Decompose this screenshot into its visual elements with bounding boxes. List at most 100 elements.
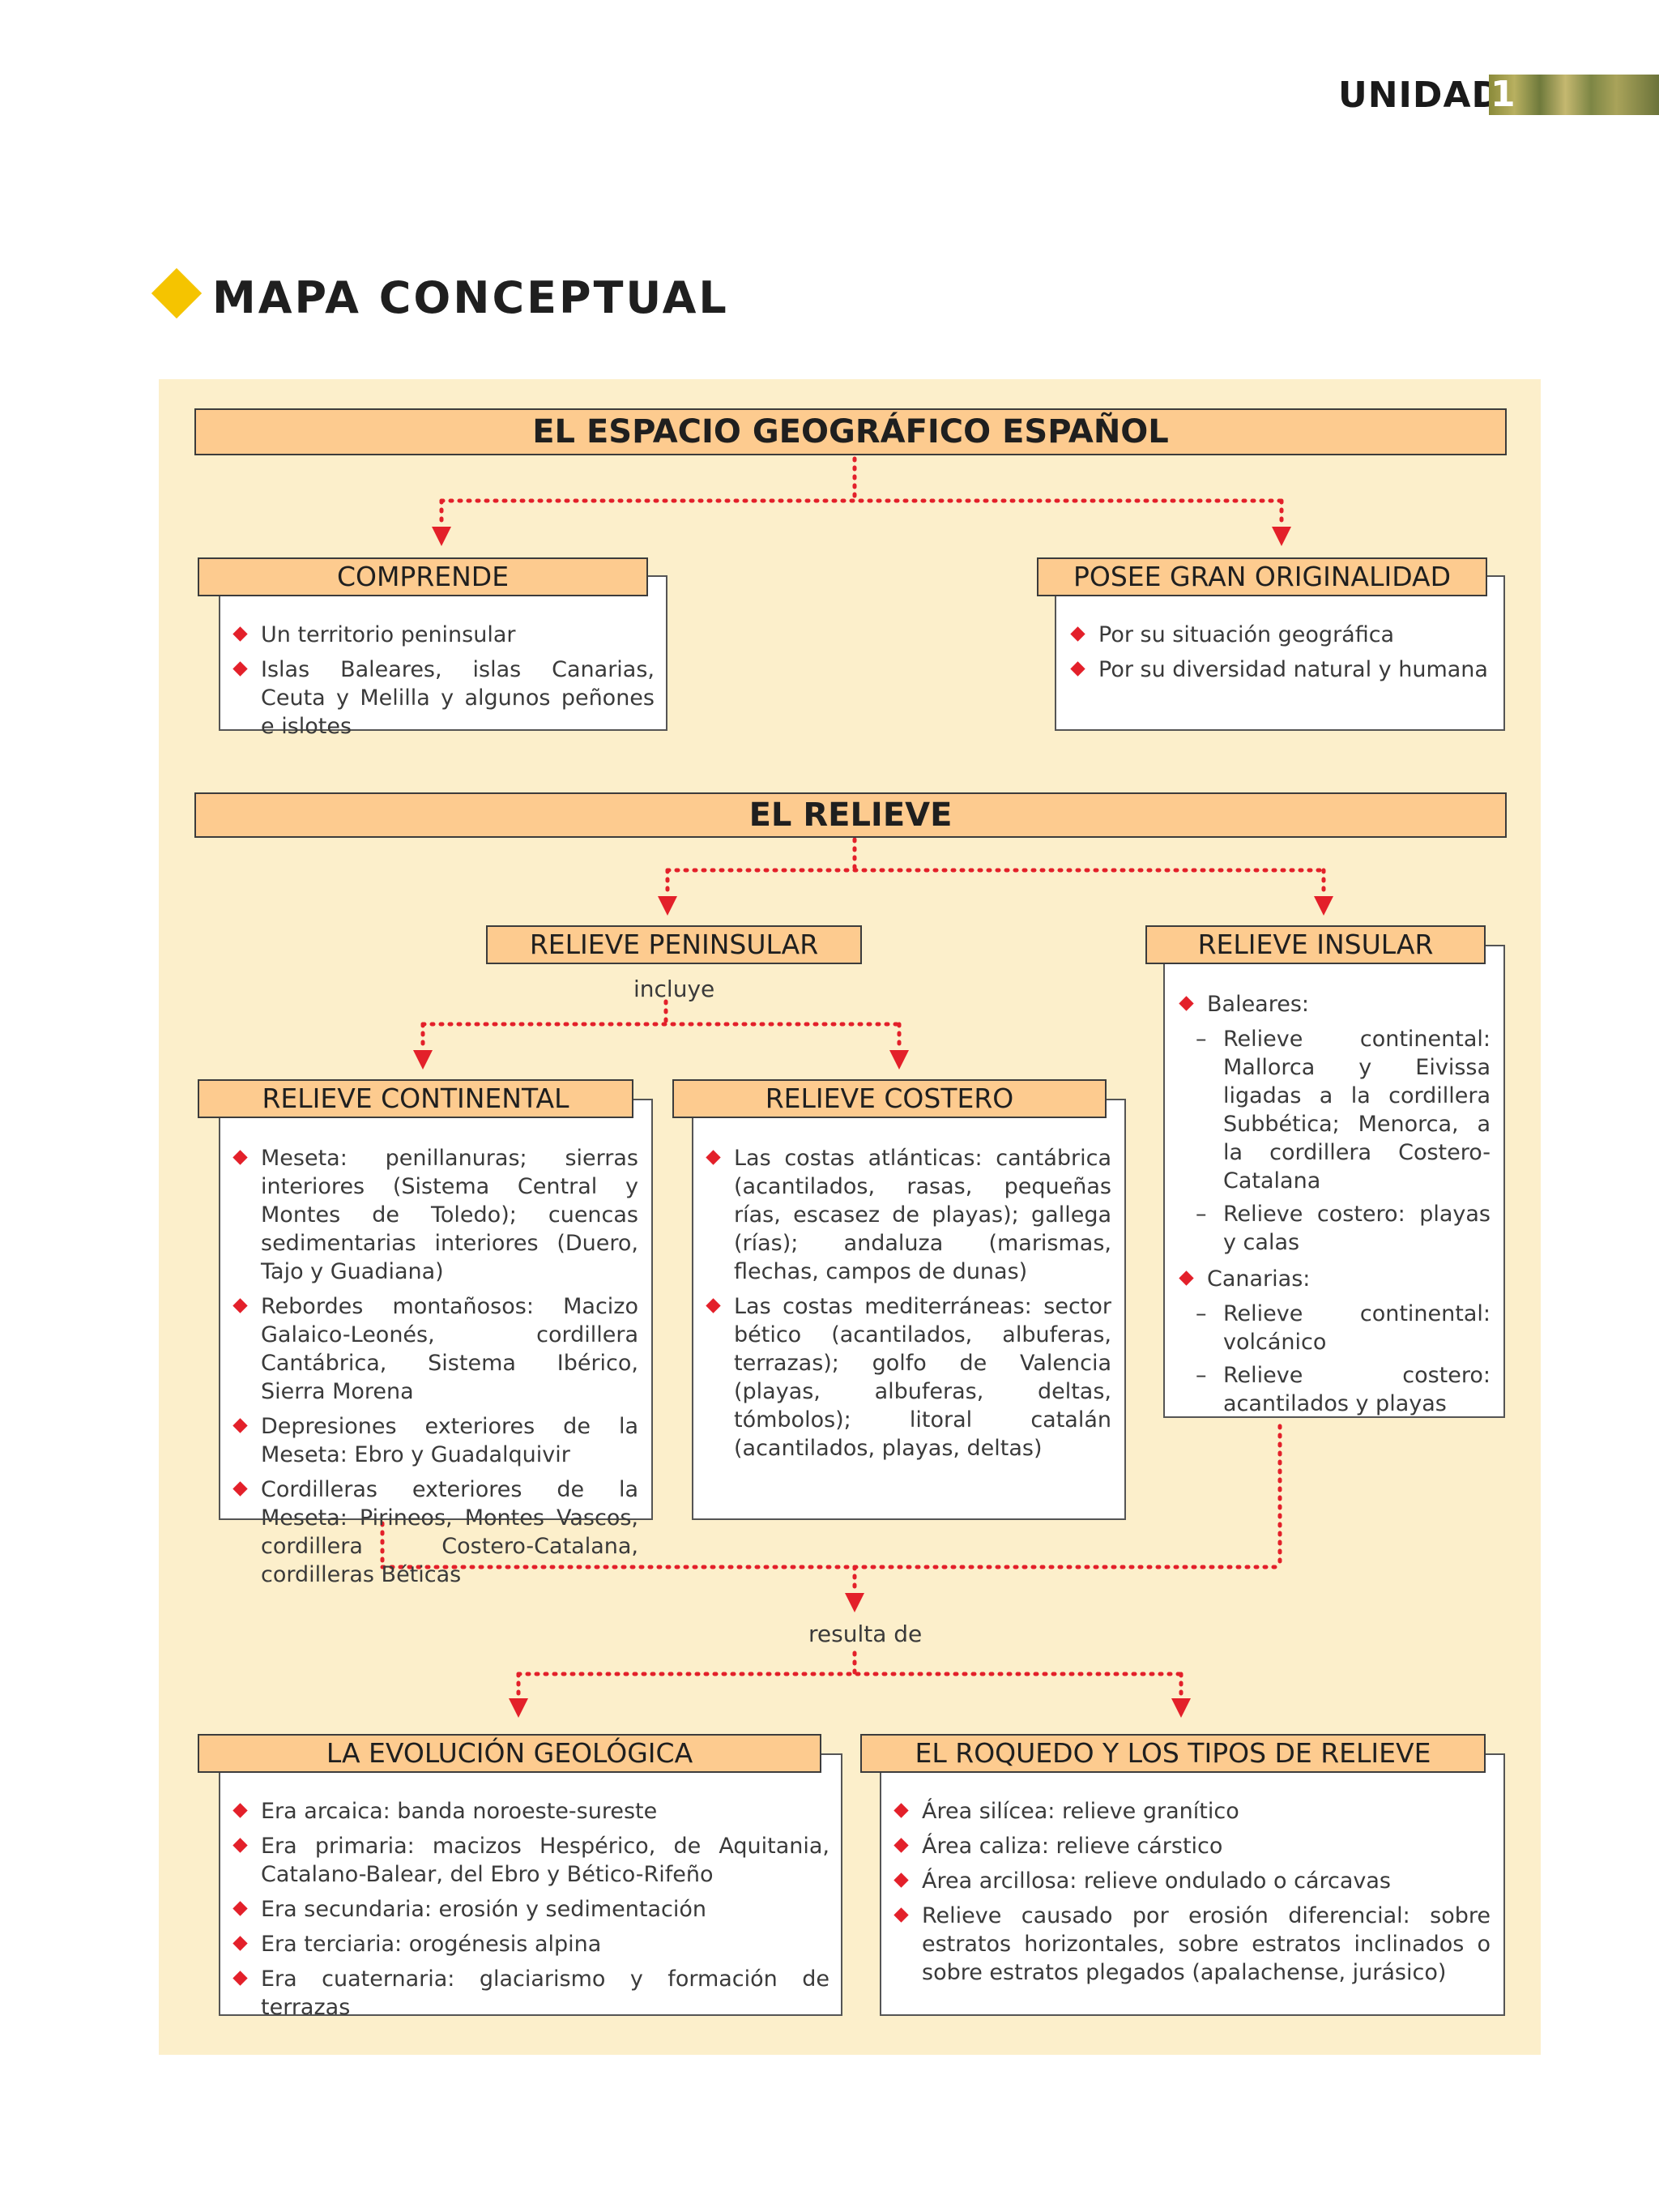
list-item: Cordilleras exteriores de la Meseta: Pir… [232, 1475, 638, 1589]
list-item-text: Depresiones exteriores de la Meseta: Ebr… [261, 1414, 638, 1467]
costero-box [692, 1099, 1126, 1520]
list-item: Islas Baleares, islas Canarias, Ceuta y … [232, 655, 655, 741]
sub-item: –Relieve continental: volcánico [1179, 1300, 1491, 1356]
bullet-diamond-icon [706, 1298, 721, 1313]
evolucion-box [219, 1753, 842, 2016]
list-item: Área silícea: relieve granítico [893, 1797, 1491, 1826]
list-item: Era secundaria: erosión y sedimentación [232, 1895, 830, 1924]
list-item-text: Era primaria: macizos Hespérico, de Aqui… [261, 1834, 830, 1887]
bullet-diamond-icon [893, 1907, 909, 1923]
bullet-diamond-icon [232, 661, 248, 677]
list-item: Era arcaica: banda noroeste-sureste [232, 1797, 830, 1826]
resulta-de-label: resulta de [808, 1621, 923, 1647]
insular-box [1163, 945, 1505, 1418]
list-item: Era terciaria: orogénesis alpina [232, 1930, 830, 1958]
evolucion-title: LA EVOLUCIÓN GEOLÓGICA [198, 1734, 821, 1773]
list-item: Era primaria: macizos Hespérico, de Aqui… [232, 1832, 830, 1889]
list-item-text: Por su diversidad natural y humana [1098, 657, 1488, 682]
bullet-diamond-icon [232, 1971, 248, 1986]
sub-item-text: Relieve continental: Mallorca y Eivissa … [1223, 1027, 1491, 1194]
bullet-diamond-icon [232, 1838, 248, 1853]
dash-marker: – [1196, 1363, 1207, 1388]
bullet-diamond-icon [1179, 1270, 1194, 1286]
bullet-diamond-icon [893, 1873, 909, 1888]
list-item: Era cuaternaria: glaciarismo y formación… [232, 1965, 830, 2022]
dash-marker: – [1196, 1301, 1207, 1326]
list-item-text: Baleares: [1207, 992, 1310, 1017]
sub-item: –Relieve costero: playas y calas [1179, 1200, 1491, 1257]
bullet-diamond-icon [232, 1936, 248, 1951]
list-item: Meseta: penillanuras; sierras interiores… [232, 1144, 638, 1286]
list-item-text: Cordilleras exteriores de la Meseta: Pir… [261, 1477, 638, 1587]
list-item: Baleares: [1179, 990, 1491, 1018]
list-item: Área arcillosa: relieve ondulado o cárca… [893, 1867, 1491, 1895]
list-item: Depresiones exteriores de la Meseta: Ebr… [232, 1412, 638, 1469]
roquedo-title: EL ROQUEDO Y LOS TIPOS DE RELIEVE [860, 1734, 1486, 1773]
list-item: Las costas atlánticas: cantábrica (acant… [706, 1144, 1111, 1286]
bullet-diamond-icon [232, 626, 248, 642]
costero-list: Las costas atlánticas: cantábrica (acant… [706, 1144, 1111, 1469]
list-item: Área caliza: relieve cárstico [893, 1832, 1491, 1860]
originalidad-title: POSEE GRAN ORIGINALIDAD [1037, 557, 1487, 596]
bullet-diamond-icon [893, 1803, 909, 1818]
sub-item-text: Relieve costero: acantilados y playas [1223, 1363, 1491, 1416]
list-item-text: Las costas atlánticas: cantábrica (acant… [734, 1146, 1111, 1284]
comprende-title: COMPRENDE [198, 557, 648, 596]
list-item-text: Era terciaria: orogénesis alpina [261, 1932, 602, 1957]
bullet-diamond-icon [232, 1298, 248, 1313]
roquedo-box [880, 1753, 1505, 2016]
incluye-label: incluye [633, 976, 715, 1002]
list-item-text: Un territorio peninsular [261, 622, 516, 647]
originalidad-list: Por su situación geográfica Por su diver… [1070, 621, 1492, 690]
sub-item: –Relieve continental: Mallorca y Eivissa… [1179, 1025, 1491, 1195]
page-title: MAPA CONCEPTUAL [212, 272, 729, 323]
evolucion-list: Era arcaica: banda noroeste-sureste Era … [232, 1797, 830, 2028]
list-item-text: Por su situación geográfica [1098, 622, 1395, 647]
list-item-text: Área caliza: relieve cárstico [922, 1834, 1223, 1859]
bullet-diamond-icon [706, 1150, 721, 1165]
sub-item: –Relieve costero: acantilados y playas [1179, 1361, 1491, 1418]
main-topic-relieve: EL RELIEVE [194, 792, 1507, 838]
bullet-diamond-icon [1179, 996, 1194, 1011]
list-item: Rebordes montañosos: Macizo Galaico-Leon… [232, 1292, 638, 1406]
list-item-text: Relieve causado por erosión diferencial:… [922, 1903, 1491, 1985]
list-item-text: Área arcillosa: relieve ondulado o cárca… [922, 1868, 1391, 1894]
insular-list: Baleares: –Relieve continental: Mallorca… [1179, 990, 1491, 1423]
roquedo-list: Área silícea: relieve granítico Área cal… [893, 1797, 1491, 1993]
bullet-diamond-icon [893, 1838, 909, 1853]
insular-title: RELIEVE INSULAR [1145, 925, 1486, 964]
list-item-text: Era cuaternaria: glaciarismo y formación… [261, 1966, 830, 2020]
list-item-text: Canarias: [1207, 1266, 1311, 1292]
list-item-text: Rebordes montañosos: Macizo Galaico-Leon… [261, 1294, 638, 1404]
bullet-diamond-icon [232, 1418, 248, 1433]
dash-marker: – [1196, 1027, 1207, 1052]
list-item: Canarias: [1179, 1265, 1491, 1293]
unit-label: UNIDAD [1338, 75, 1503, 116]
list-item-text: Era secundaria: erosión y sedimentación [261, 1897, 706, 1922]
sub-item-text: Relieve costero: playas y calas [1223, 1202, 1491, 1255]
main-topic-espacio: EL ESPACIO GEOGRÁFICO ESPAÑOL [194, 408, 1507, 455]
unit-number: 1 [1491, 74, 1516, 115]
continental-list: Meseta: penillanuras; sierras interiores… [232, 1144, 638, 1595]
list-item: Relieve causado por erosión diferencial:… [893, 1902, 1491, 1987]
bullet-diamond-icon [232, 1481, 248, 1497]
peninsular-title: RELIEVE PENINSULAR [486, 925, 862, 964]
dash-marker: – [1196, 1202, 1207, 1227]
list-item-text: Meseta: penillanuras; sierras interiores… [261, 1146, 638, 1284]
costero-title: RELIEVE COSTERO [672, 1079, 1107, 1118]
comprende-list: Un territorio peninsular Islas Baleares,… [232, 621, 655, 747]
bullet-diamond-icon [232, 1803, 248, 1818]
sub-item-text: Relieve continental: volcánico [1223, 1301, 1491, 1355]
list-item: Un territorio peninsular [232, 621, 655, 649]
list-item-text: Islas Baleares, islas Canarias, Ceuta y … [261, 657, 655, 739]
continental-title: RELIEVE CONTINENTAL [198, 1079, 633, 1118]
list-item: Por su diversidad natural y humana [1070, 655, 1492, 684]
bullet-diamond-icon [1070, 661, 1085, 677]
list-item: Por su situación geográfica [1070, 621, 1492, 649]
continental-box [219, 1099, 653, 1520]
list-item-text: Las costas mediterráneas: sector bético … [734, 1294, 1111, 1461]
bullet-diamond-icon [232, 1150, 248, 1165]
bullet-diamond-icon [232, 1901, 248, 1916]
list-item-text: Era arcaica: banda noroeste-sureste [261, 1799, 658, 1824]
